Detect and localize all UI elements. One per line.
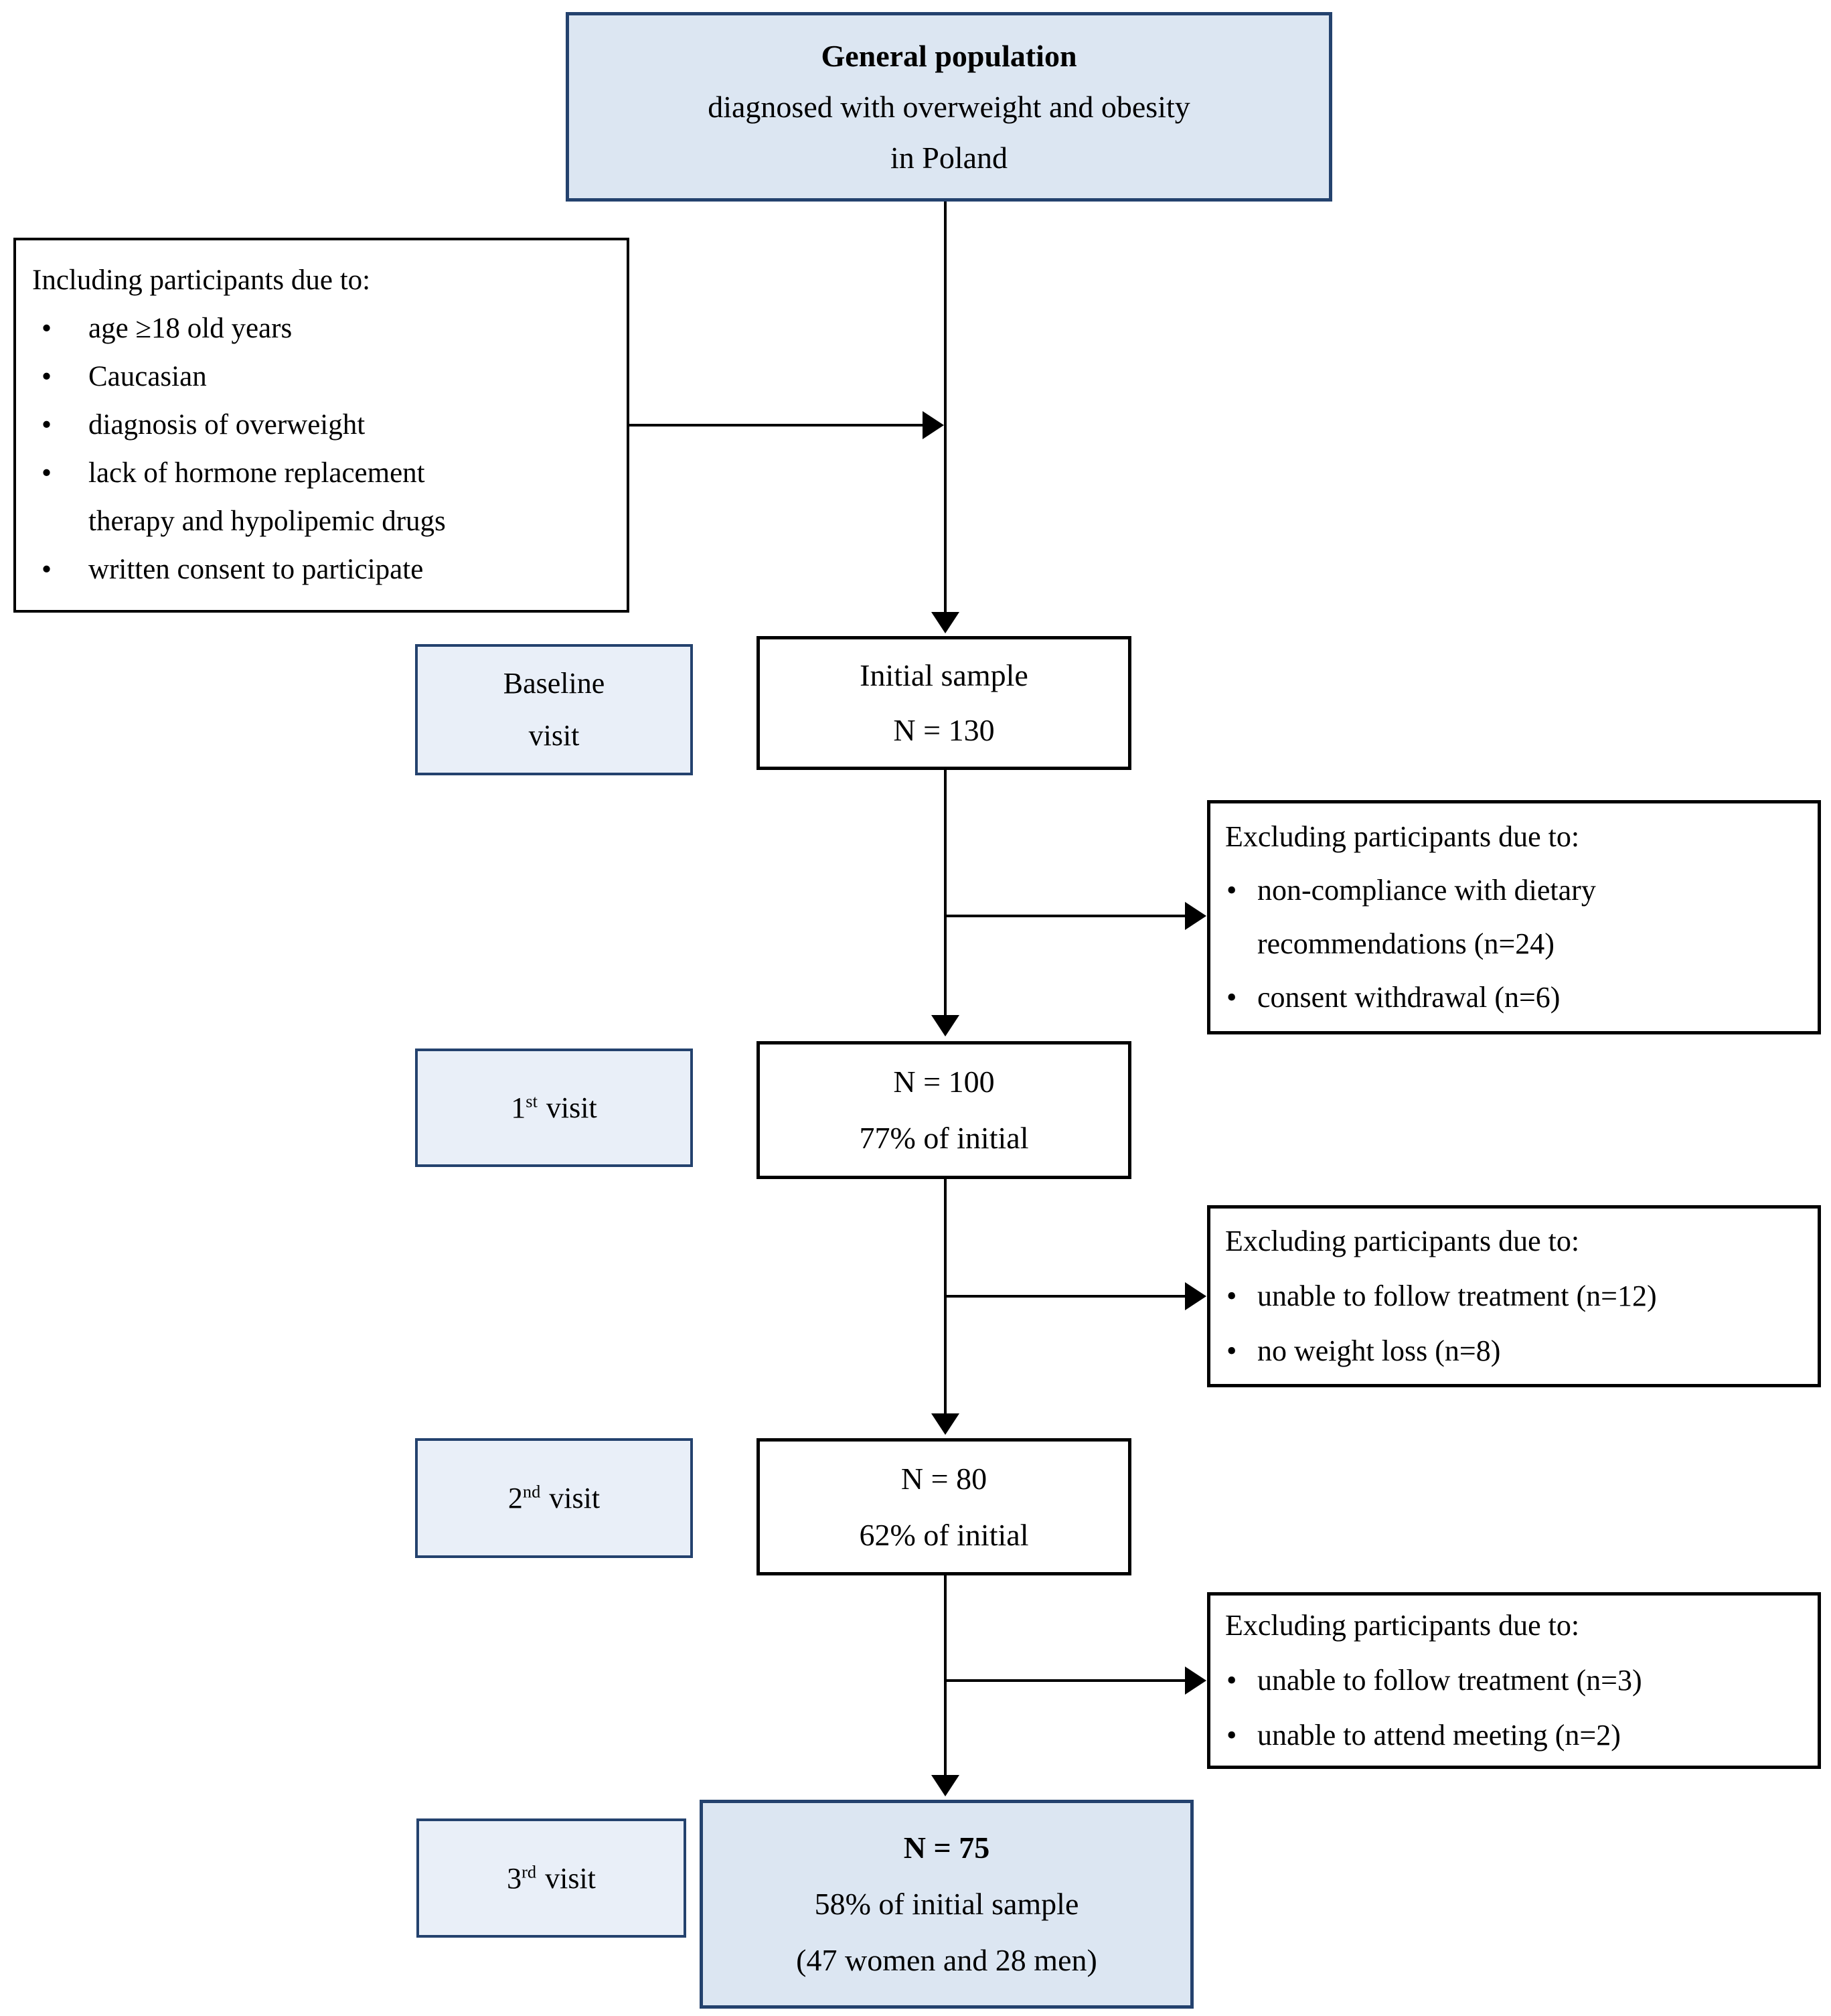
- box-inclusion-criteria: Including participants due to: • age ≥18…: [13, 238, 629, 613]
- list-item: • Caucasian: [32, 353, 617, 401]
- bullet-icon: •: [1226, 874, 1237, 907]
- arrow-line-inclusion-to-flow: [629, 424, 923, 427]
- bullet-icon: •: [42, 554, 52, 585]
- initial-sample-count: N = 130: [893, 713, 995, 747]
- final-count: N = 75: [903, 1831, 990, 1865]
- list-item: • unable to follow treatment (n=3): [1225, 1653, 1807, 1708]
- bullet-icon: •: [1226, 1334, 1237, 1367]
- box-exclusion-1: Excluding participants due to: • non-com…: [1207, 800, 1821, 1034]
- arrowhead-down-icon: [931, 1015, 959, 1036]
- arrow-line-flow-to-exclusion-2: [945, 1295, 1185, 1298]
- box-final-sample: N = 75 58% of initial sample (47 women a…: [700, 1800, 1194, 2009]
- visit-word: visit: [546, 1091, 597, 1124]
- visit-number: 3: [507, 1861, 522, 1895]
- inclusion-item: diagnosis of overweight: [88, 409, 366, 441]
- bullet-icon: •: [1226, 1664, 1237, 1697]
- box-n100: N = 100 77% of initial: [757, 1041, 1131, 1179]
- visit-word: visit: [549, 1482, 601, 1515]
- list-item: • written consent to participate: [32, 546, 617, 594]
- arrowhead-right-icon: [1185, 902, 1206, 930]
- exclusion-item: no weight loss (n=8): [1257, 1334, 1501, 1367]
- arrow-line-initial-to-n100: [944, 770, 947, 1016]
- n100-count: N = 100: [893, 1065, 995, 1099]
- exclusion-item: consent withdrawal (n=6): [1257, 981, 1561, 1014]
- list-item: • non-compliance with dietary recommenda…: [1225, 864, 1807, 971]
- arrowhead-down-icon: [931, 612, 959, 633]
- label-baseline-visit: Baseline visit: [415, 644, 693, 775]
- arrowhead-down-icon: [931, 1775, 959, 1796]
- box-initial-sample: Initial sample N = 130: [757, 636, 1131, 770]
- visit-ordinal-suffix: st: [526, 1091, 538, 1111]
- bullet-icon: •: [42, 409, 52, 441]
- visit-word: visit: [545, 1861, 596, 1895]
- visit-number: 1: [511, 1091, 526, 1124]
- bullet-icon: •: [1226, 1719, 1237, 1752]
- exclusion-item: unable to follow treatment (n=3): [1257, 1664, 1642, 1697]
- bullet-icon: •: [1226, 981, 1237, 1014]
- list-item: • unable to attend meeting (n=2): [1225, 1708, 1807, 1763]
- general-population-line2: diagnosed with overweight and obesity: [708, 89, 1190, 124]
- list-item: • consent withdrawal (n=6): [1225, 971, 1807, 1024]
- arrowhead-right-icon: [923, 411, 944, 439]
- inclusion-item: age ≥18 old years: [88, 313, 293, 344]
- box-n80: N = 80 62% of initial: [757, 1438, 1131, 1575]
- n80-percent: 62% of initial: [859, 1517, 1029, 1552]
- exclusion-item: non-compliance with dietary recommendati…: [1257, 874, 1596, 960]
- n80-count: N = 80: [900, 1461, 987, 1496]
- bullet-icon: •: [42, 457, 52, 489]
- visit-number: 2: [507, 1482, 523, 1515]
- list-item: • unable to follow treatment (n=12): [1225, 1269, 1807, 1324]
- visit-ordinal-suffix: nd: [522, 1481, 541, 1502]
- final-percent: 58% of initial sample: [814, 1887, 1079, 1921]
- arrow-line-n80-to-final: [944, 1575, 947, 1776]
- arrowhead-right-icon: [1185, 1666, 1206, 1695]
- bullet-icon: •: [1226, 1280, 1237, 1312]
- inclusion-title: Including participants due to:: [32, 264, 371, 296]
- general-population-title: General population: [821, 38, 1077, 73]
- inclusion-item: Caucasian: [88, 361, 207, 392]
- box-exclusion-2: Excluding participants due to: • unable …: [1207, 1205, 1821, 1387]
- arrowhead-down-icon: [931, 1413, 959, 1435]
- visit-ordinal-suffix: rd: [522, 1861, 537, 1881]
- exclusion-title: Excluding participants due to:: [1225, 820, 1580, 853]
- baseline-line1: Baseline: [503, 667, 605, 700]
- list-item: • no weight loss (n=8): [1225, 1324, 1807, 1379]
- bullet-icon: •: [42, 313, 52, 344]
- initial-sample-line1: Initial sample: [860, 658, 1028, 692]
- arrow-line-flow-to-exclusion-1: [945, 915, 1185, 917]
- list-item: • diagnosis of overweight: [32, 401, 617, 449]
- inclusion-item: written consent to participate: [88, 554, 424, 585]
- list-item: • lack of hormone replacement therapy an…: [32, 449, 617, 546]
- arrow-line-population-to-initial: [944, 202, 947, 613]
- box-exclusion-3: Excluding participants due to: • unable …: [1207, 1592, 1821, 1769]
- final-gender-split: (47 women and 28 men): [796, 1943, 1097, 1977]
- n100-percent: 77% of initial: [859, 1121, 1029, 1155]
- box-general-population: General population diagnosed with overwe…: [566, 12, 1332, 202]
- inclusion-item: lack of hormone replacement therapy and …: [88, 457, 446, 537]
- list-item: • age ≥18 old years: [32, 305, 617, 353]
- exclusion-item: unable to follow treatment (n=12): [1257, 1280, 1657, 1312]
- exclusion-title: Excluding participants due to:: [1225, 1609, 1580, 1642]
- bullet-icon: •: [42, 361, 52, 392]
- arrow-line-flow-to-exclusion-3: [945, 1679, 1185, 1682]
- general-population-line3: in Poland: [890, 140, 1008, 175]
- baseline-line2: visit: [528, 719, 580, 752]
- arrowhead-right-icon: [1185, 1282, 1206, 1310]
- exclusion-item: unable to attend meeting (n=2): [1257, 1719, 1621, 1752]
- exclusion-title: Excluding participants due to:: [1225, 1225, 1580, 1257]
